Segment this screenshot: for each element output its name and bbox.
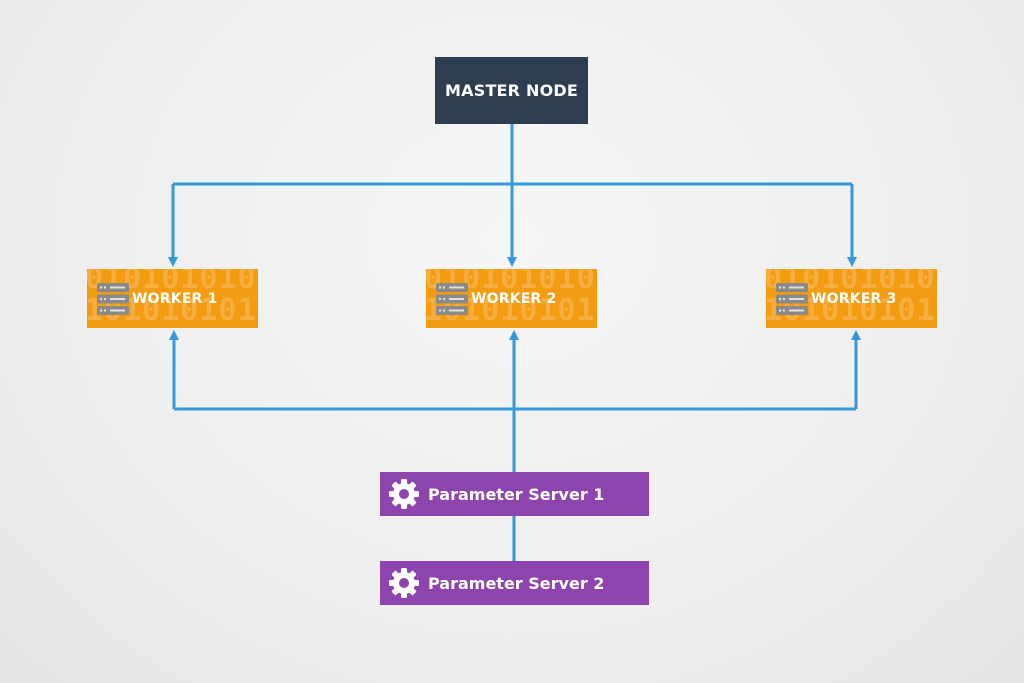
server-icon: [436, 282, 468, 315]
parameter-server-1: Parameter Server 1: [380, 472, 649, 516]
parameter-server-label: Parameter Server 2: [428, 573, 605, 593]
parameter-server-2: Parameter Server 2: [380, 561, 649, 605]
gear-icon: [389, 479, 419, 509]
parameter-server-label: Parameter Server 1: [428, 484, 605, 504]
gear-icon: [389, 568, 419, 598]
master-node: MASTER NODE: [435, 57, 588, 124]
worker-label: WORKER 2: [471, 290, 557, 307]
server-icon: [776, 282, 808, 315]
worker-label: WORKER 3: [811, 290, 897, 307]
master-node-label: MASTER NODE: [445, 81, 578, 100]
worker-label: WORKER 1: [132, 290, 218, 307]
server-icon: [97, 282, 129, 315]
